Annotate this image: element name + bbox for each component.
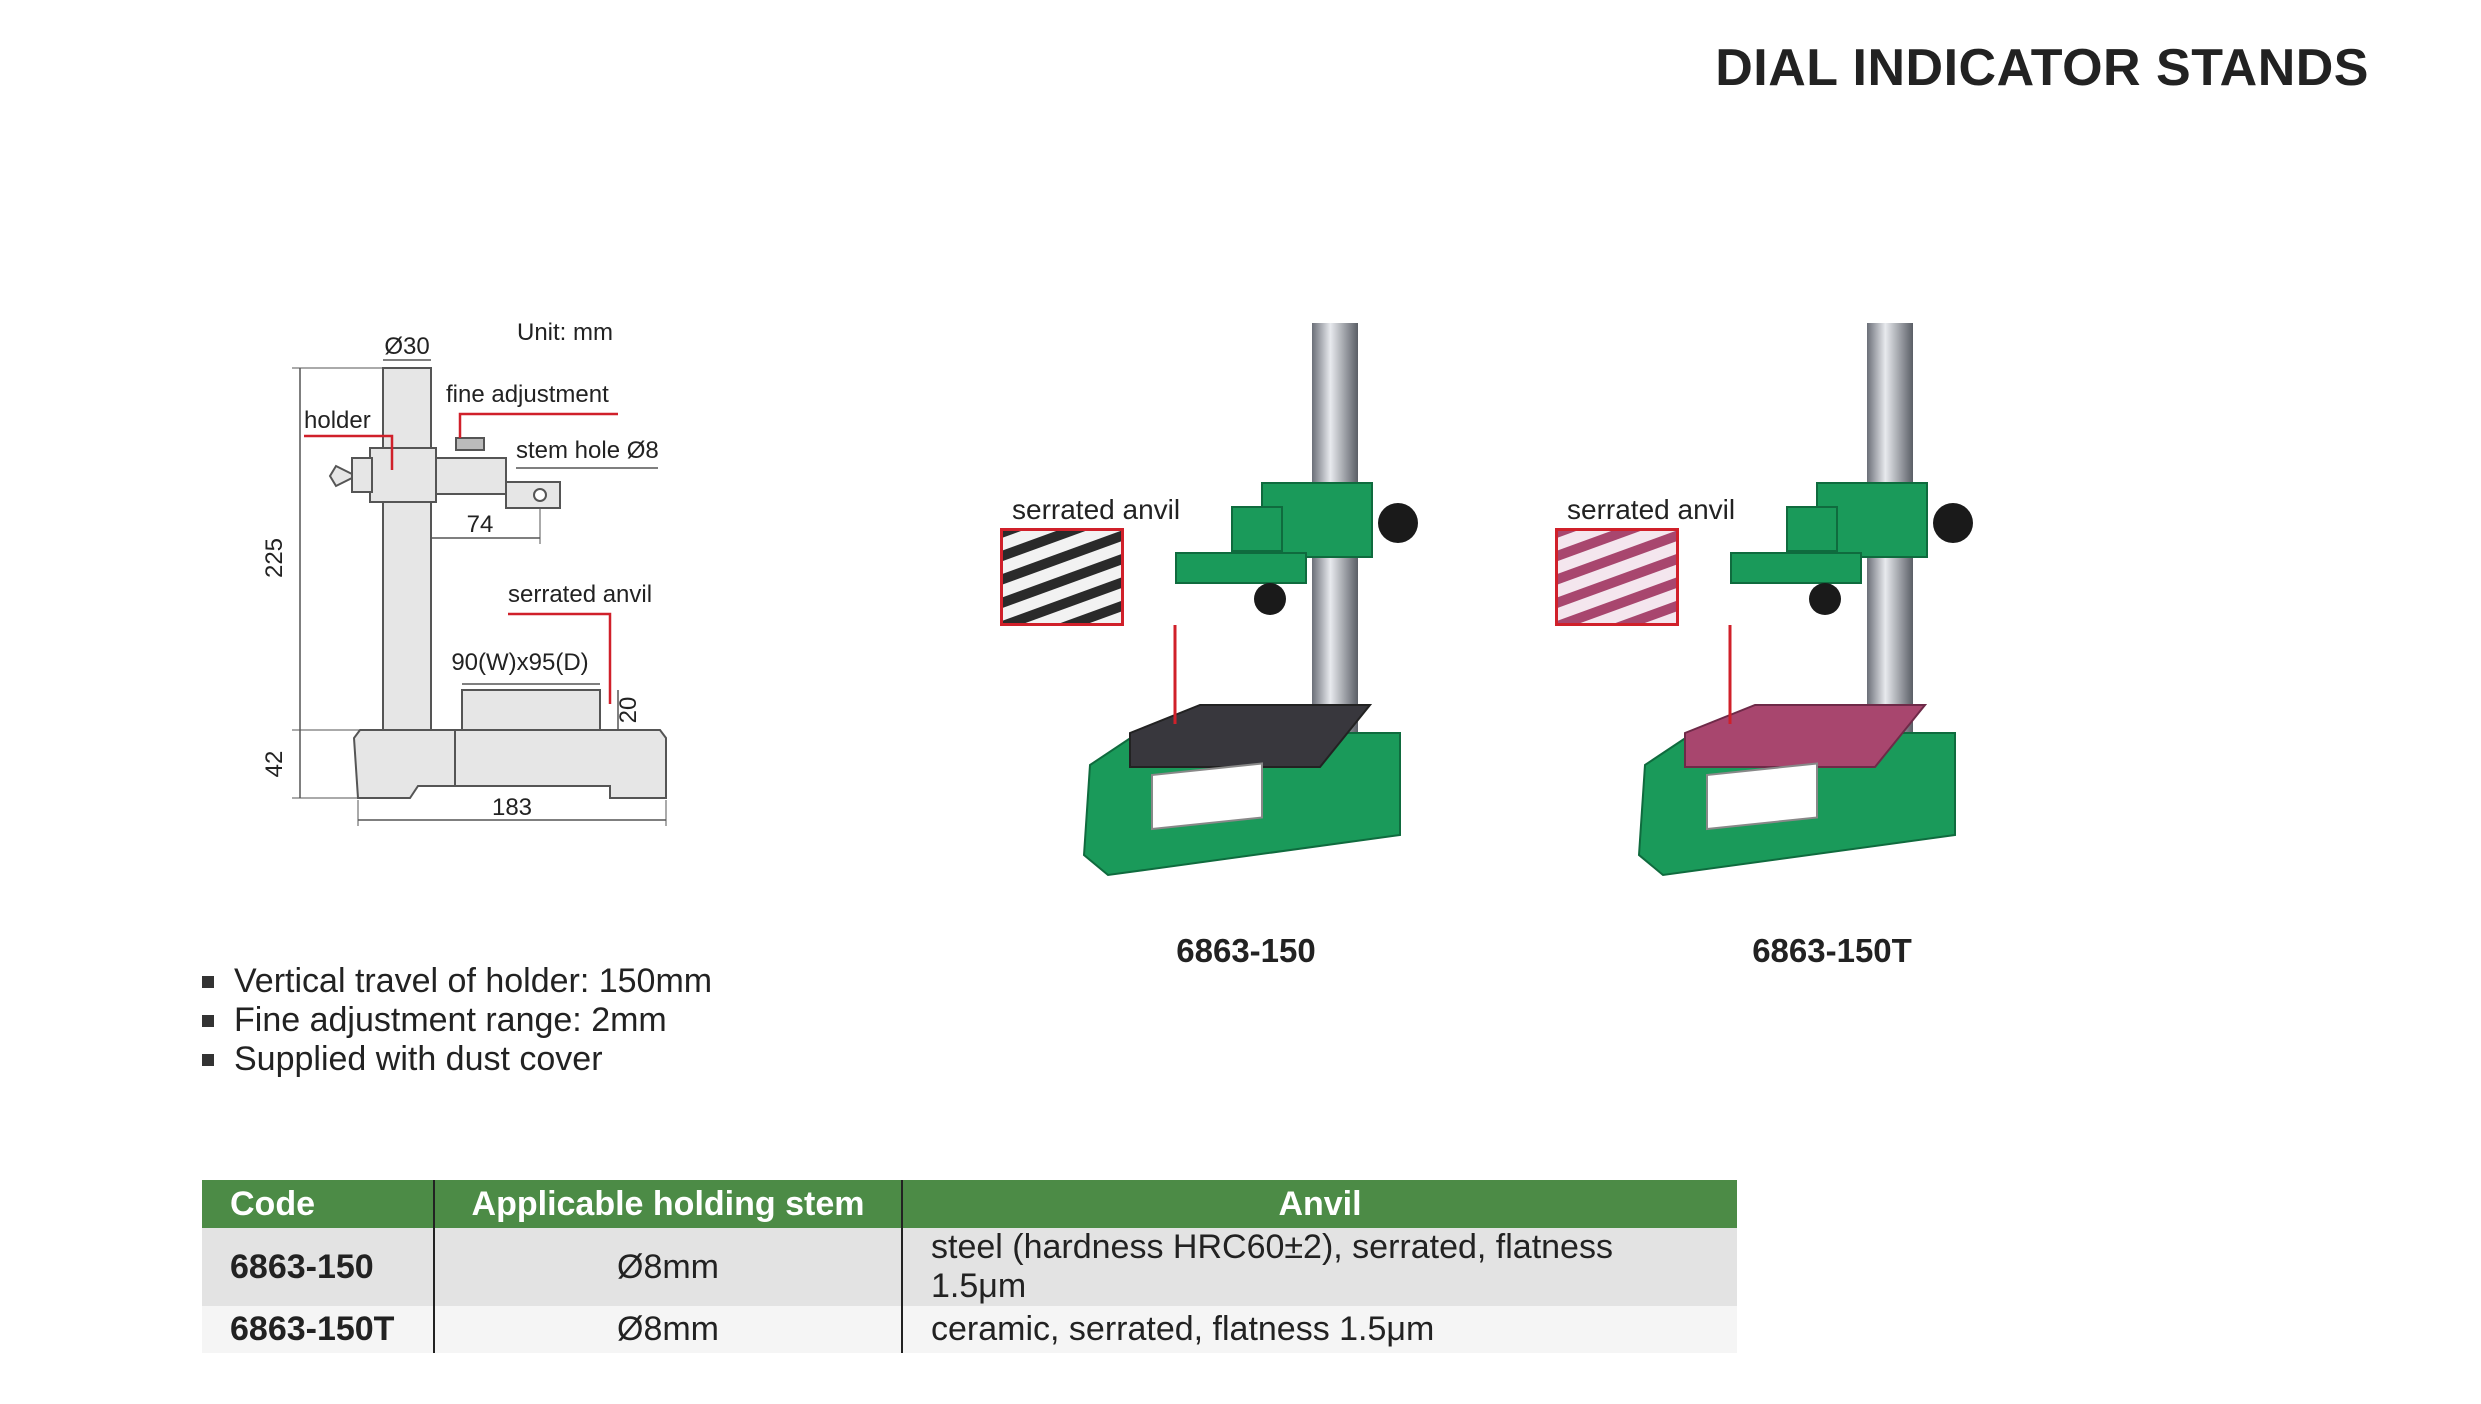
- fine-adjustment-label: fine adjustment: [446, 381, 609, 408]
- anvil-cell: steel (hardness HRC60±2), serrated, flat…: [902, 1228, 1737, 1306]
- product-code: 6863-150: [1176, 932, 1316, 969]
- anvil-size-dimension: 90(W)x95(D): [451, 649, 588, 676]
- inset-connector: [1728, 625, 1732, 724]
- table-row: 6863-150 Ø8mm steel (hardness HRC60±2), …: [202, 1228, 1737, 1306]
- page-title: DIAL INDICATOR STANDS: [1715, 39, 2369, 97]
- arm-length-dimension: 74: [467, 511, 494, 538]
- height-dimension: 225: [261, 538, 288, 578]
- serrated-anvil-label: serrated anvil: [508, 581, 652, 608]
- code-cell: 6863-150T: [202, 1306, 435, 1353]
- technical-drawing: 225 42 183 74 Ø30 20 90(W)x95(D) Unit: m…: [261, 319, 667, 826]
- feature-list: Vertical travel of holder: 150mm Fine ad…: [198, 962, 712, 1079]
- product-6863-150T: [1555, 315, 2015, 895]
- spec-table: Code Applicable holding stem Anvil 6863-…: [202, 1180, 1737, 1353]
- arm-shape: [435, 457, 507, 495]
- column-shape: [382, 367, 432, 732]
- unit-label: Unit: mm: [517, 319, 613, 346]
- product-code: 6863-150T: [1752, 932, 1912, 969]
- feature-item: Vertical travel of holder: 150mm: [198, 962, 712, 1001]
- inset-label: serrated anvil: [1012, 494, 1181, 525]
- base-shape: [352, 729, 667, 799]
- base-height-dimension: 42: [261, 751, 288, 778]
- feature-item: Supplied with dust cover: [198, 1040, 712, 1079]
- holder-shape: [369, 447, 437, 503]
- column-header-anvil: Anvil: [902, 1180, 1737, 1228]
- anvil-cell: ceramic, serrated, flatness 1.5μm: [902, 1306, 1737, 1353]
- stem-cell: Ø8mm: [434, 1228, 903, 1306]
- stand-illustration: [1082, 323, 1418, 877]
- stem-hole-label: stem hole Ø8: [516, 437, 659, 464]
- stem-cell: Ø8mm: [434, 1306, 903, 1353]
- code-cell: 6863-150: [202, 1228, 435, 1306]
- holder-label: holder: [304, 407, 371, 434]
- base-width-dimension: 183: [492, 794, 532, 821]
- table-row: 6863-150T Ø8mm ceramic, serrated, flatne…: [202, 1306, 1737, 1353]
- serrated-anvil-inset: [1000, 528, 1124, 626]
- anvil-height-dimension: 20: [615, 697, 642, 724]
- serrated-anvil-inset: [1555, 528, 1679, 626]
- column-header-code: Code: [202, 1180, 435, 1228]
- inset-label: serrated anvil: [1567, 494, 1736, 525]
- table-header-row: Code Applicable holding stem Anvil: [202, 1180, 1737, 1228]
- column-diameter-dimension: Ø30: [384, 333, 429, 360]
- product-6863-150: [1000, 315, 1460, 895]
- inset-connector: [1173, 625, 1177, 724]
- anvil-shape: [461, 689, 601, 731]
- feature-item: Fine adjustment range: 2mm: [198, 1001, 712, 1040]
- column-header-stem: Applicable holding stem: [434, 1180, 903, 1228]
- stand-illustration: [1637, 323, 1973, 877]
